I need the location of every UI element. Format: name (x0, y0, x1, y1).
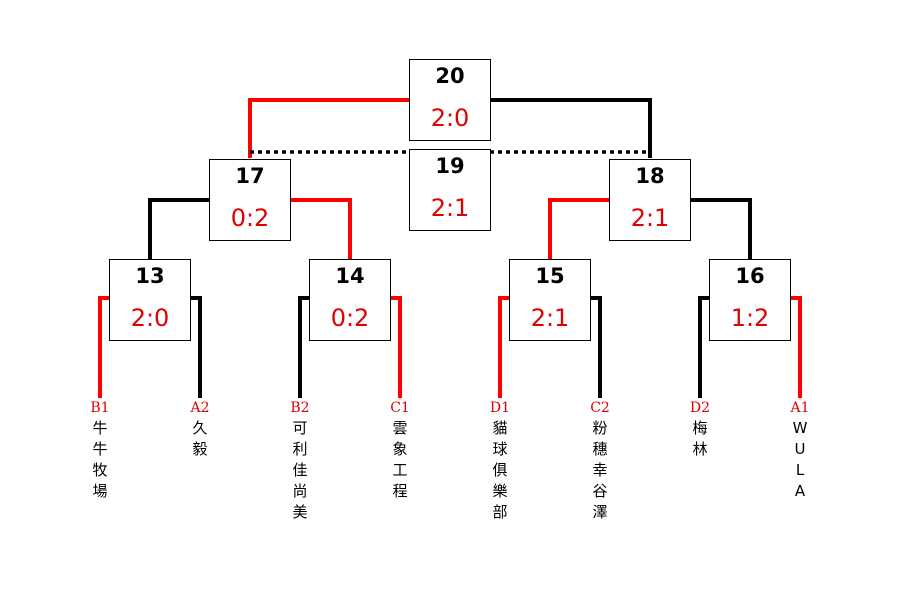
match-score: 0:2 (230, 204, 270, 232)
team-name: WULA (792, 419, 808, 500)
connector-c1-m14 (390, 296, 402, 398)
match-score: 2:1 (530, 304, 570, 332)
connector-d1-m15 (498, 296, 510, 398)
team-d1: D1 貓球俱樂部 (485, 399, 515, 523)
connector-b2-m14 (298, 296, 310, 398)
match-number: 17 (235, 164, 265, 188)
team-name: 貓球俱樂部 (492, 419, 508, 521)
match-number: 19 (435, 154, 465, 178)
team-seed: B1 (90, 400, 110, 416)
team-name: 粉穗幸谷澤 (592, 419, 608, 521)
team-seed: B2 (290, 400, 310, 416)
team-seed: A1 (790, 400, 810, 416)
connector-c2-m15 (590, 296, 602, 398)
match-score: 2:1 (430, 194, 470, 222)
connector-m18-m20 (490, 98, 652, 158)
team-seed: D1 (489, 400, 511, 416)
match-16: 16 1:2 (709, 259, 791, 341)
connector-m16-m18 (690, 198, 752, 260)
team-seed: D2 (689, 400, 711, 416)
connector-m14-m17 (290, 198, 352, 260)
team-d2: D2 梅林 (685, 399, 715, 460)
match-15: 15 2:1 (509, 259, 591, 341)
team-a2: A2 久毅 (185, 399, 215, 460)
match-number: 20 (435, 64, 465, 88)
connector-a2-m13 (190, 296, 202, 398)
team-name: 梅林 (692, 419, 708, 458)
team-c2: C2 粉穗幸谷澤 (585, 399, 615, 523)
team-seed: A2 (190, 400, 210, 416)
match-number: 15 (535, 264, 565, 288)
match-19: 19 2:1 (409, 149, 491, 231)
match-number: 16 (735, 264, 765, 288)
match-number: 14 (335, 264, 365, 288)
team-name: 久毅 (192, 419, 208, 458)
connector-m15-m18 (548, 198, 610, 260)
match-18: 18 2:1 (609, 159, 691, 241)
team-a1: A1 WULA (785, 399, 815, 502)
match-score: 0:2 (330, 304, 370, 332)
connector-m13-m17 (148, 198, 210, 260)
match-score: 2:1 (630, 204, 670, 232)
connector-m17-m20 (248, 98, 410, 158)
team-c1: C1 雲象工程 (385, 399, 415, 502)
match-score: 2:0 (430, 104, 470, 132)
connector-a1-m16 (790, 296, 802, 398)
match-score: 2:0 (130, 304, 170, 332)
connector-b1-m13 (98, 296, 110, 398)
team-name: 牛牛牧場 (92, 419, 108, 500)
team-name: 雲象工程 (392, 419, 408, 500)
match-score: 1:2 (730, 304, 770, 332)
match-14: 14 0:2 (309, 259, 391, 341)
team-seed: C2 (590, 400, 610, 416)
match-17: 17 0:2 (209, 159, 291, 241)
match-number: 18 (635, 164, 665, 188)
connector-d2-m16 (698, 296, 710, 398)
match-number: 13 (135, 264, 165, 288)
match-20: 20 2:0 (409, 59, 491, 141)
team-b1: B1 牛牛牧場 (85, 399, 115, 502)
team-seed: C1 (390, 400, 410, 416)
team-b2: B2 可利佳尚美 (285, 399, 315, 523)
match-13: 13 2:0 (109, 259, 191, 341)
team-name: 可利佳尚美 (292, 419, 308, 521)
